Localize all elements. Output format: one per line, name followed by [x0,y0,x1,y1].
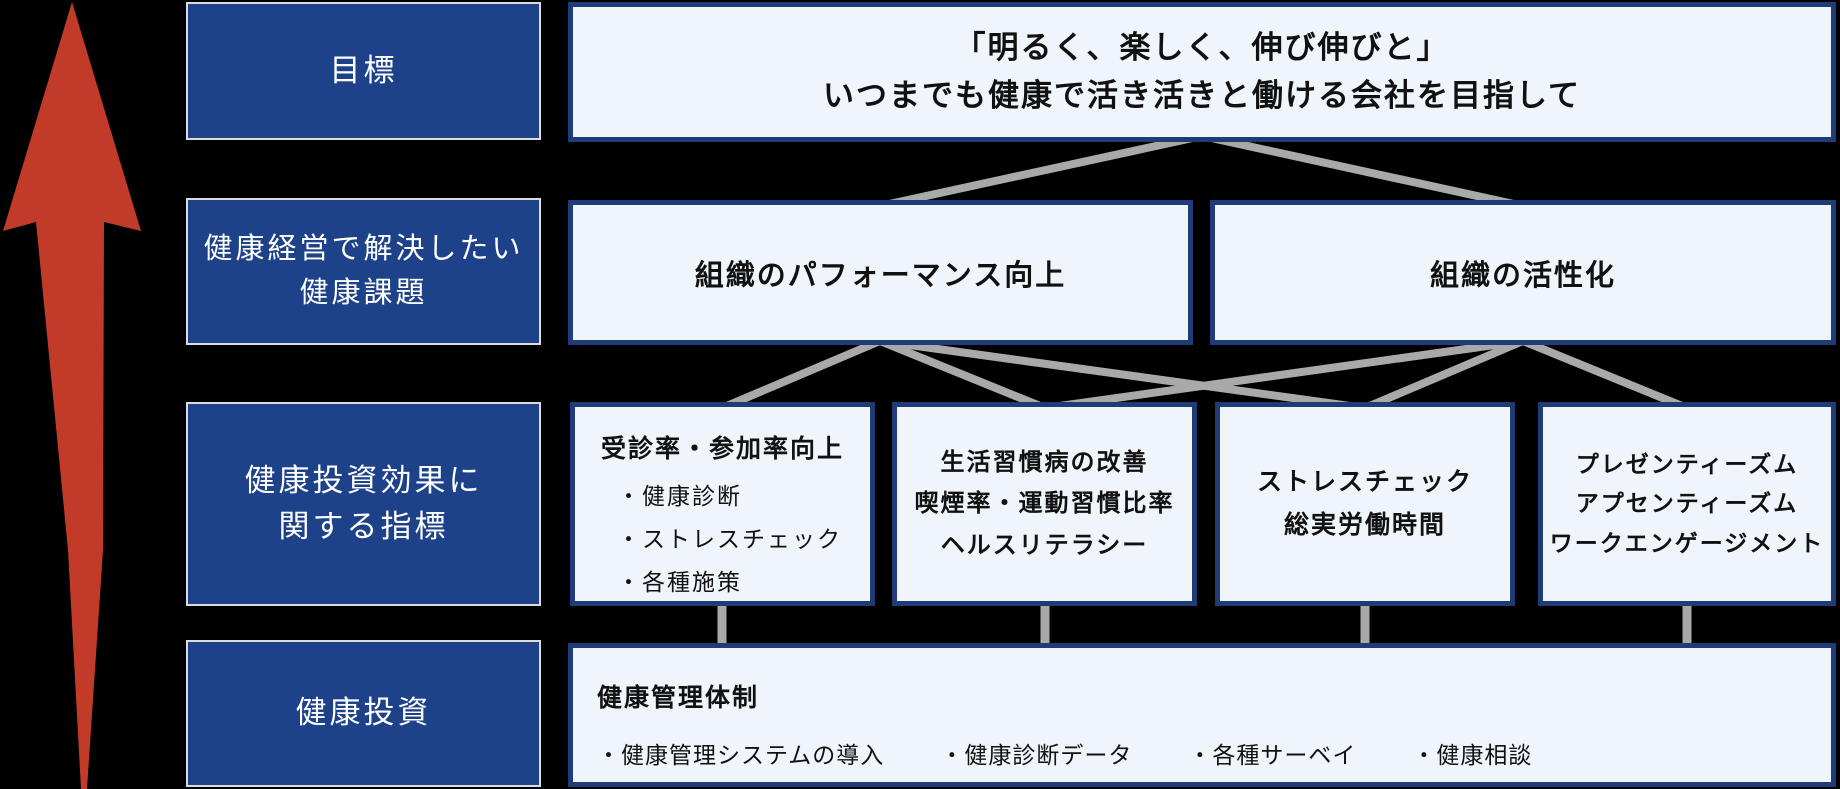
goal-statement-line-2: いつまでも健康で活き活きと働ける会社を目指して [822,78,1582,113]
issue-performance-title: 組織のパフォーマンス向上 [694,259,1067,292]
connector-goal-to-issue-2 [1197,131,1528,211]
content-box-indicator-stress: ストレスチェック 総実労働時間 [1215,402,1515,606]
label-box-issues: 健康経営で解決したい 健康課題 [186,198,541,345]
connector-issue1-to-ind1 [716,335,886,414]
indicator-engagement-line-2: アプセンティーズム [1575,490,1799,517]
label-indicators-line-2: 関する指標 [278,509,449,544]
content-box-issue-performance: 組織のパフォーマンス向上 [568,200,1193,345]
indicator-participation-bullets: ・健康診断 ・ストレスチェック ・各種施策 [575,475,870,605]
connector-issue2-to-ind2 [1040,336,1528,413]
investment-items: ・健康管理システムの導入 ・健康診断データ ・各種サーベイ ・健康相談 [597,736,1831,770]
indicator-engagement-line-1: プレゼンティーズム [1575,450,1799,477]
connector-goal-to-issue-1 [875,131,1207,211]
content-box-goal: 「明るく、楽しく、伸び伸びと」 いつまでも健康で活き活きと働ける会社を目指して [568,2,1836,142]
bullet-item: ・ストレスチェック [617,526,842,553]
indicator-lifestyle-line-1: 生活習慣病の改善 [940,449,1149,477]
content-box-investment: 健康管理体制 ・健康管理システムの導入 ・健康診断データ ・各種サーベイ ・健康… [568,643,1836,787]
indicator-lifestyle-line-3: ヘルスリテラシー [940,531,1149,559]
connector-issue2-to-ind4 [1517,335,1693,414]
indicator-lifestyle-line-2: 喫煙率・運動習慣比率 [914,490,1175,518]
investment-item: ・健康診断データ [940,742,1133,768]
content-box-indicator-participation: 受診率・参加率向上 ・健康診断 ・ストレスチェック ・各種施策 [570,402,875,606]
investment-item: ・健康相談 [1412,742,1533,768]
label-box-investment: 健康投資 [186,640,541,787]
investment-item: ・各種サーベイ [1188,742,1357,768]
indicator-stress-line-1: ストレスチェック [1256,468,1473,496]
bullet-item: ・健康診断 [617,483,742,509]
indicator-stress-line-2: 総実労働時間 [1283,511,1446,539]
bullet-item: ・各種施策 [617,569,742,596]
investment-item: ・健康管理システムの導入 [597,742,885,768]
label-indicators-line-1: 健康投資効果に [244,462,483,498]
label-goal-text: 目標 [329,52,398,88]
label-issues-line-2: 健康課題 [299,276,428,309]
goal-statement-line-1: 「明るく、楽しく、伸び伸びと」 [954,29,1450,65]
indicator-participation-title: 受診率・参加率向上 [600,435,844,463]
connector-issue2-to-ind3 [1359,335,1529,414]
connector-issue1-to-ind3 [875,336,1370,413]
content-box-issue-vitalization: 組織の活性化 [1210,200,1836,345]
connector-issue1-to-ind2 [874,335,1051,414]
label-box-goal: 目標 [186,2,541,140]
issue-vitalization-title: 組織の活性化 [1429,259,1616,292]
label-investment-text: 健康投資 [295,695,432,731]
indicator-engagement-line-3: ワークエンゲージメント [1549,529,1825,556]
upward-arrow-icon [3,2,141,789]
label-issues-line-1: 健康経営で解決したい [203,233,524,265]
content-box-indicator-lifestyle: 生活習慣病の改善 喫煙率・運動習慣比率 ヘルスリテラシー [892,402,1197,606]
label-box-indicators: 健康投資効果に 関する指標 [186,402,541,606]
content-box-indicator-engagement: プレゼンティーズム アプセンティーズム ワークエンゲージメント [1538,402,1836,606]
investment-title: 健康管理体制 [597,684,760,712]
